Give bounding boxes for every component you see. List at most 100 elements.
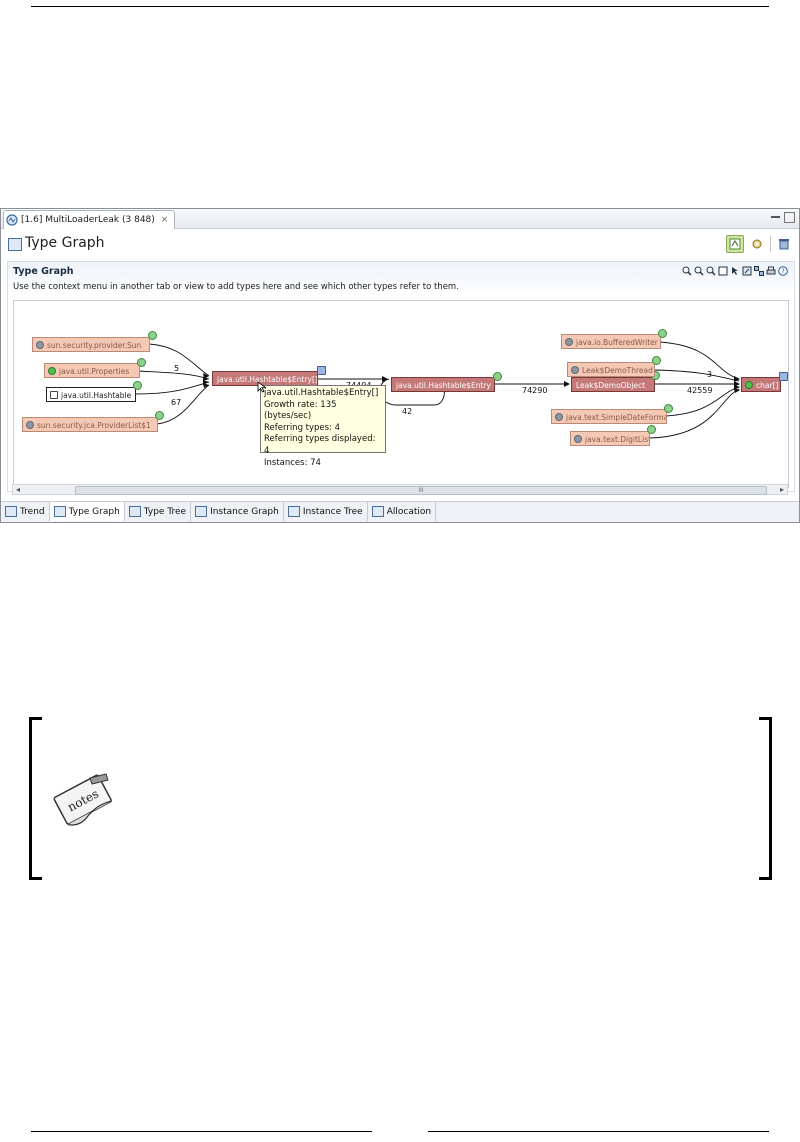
node-leak-demo-object[interactable]: Leak$DemoObject (571, 377, 655, 392)
callout-right-bracket (759, 717, 772, 880)
node-sun-security-jca-providerlist[interactable]: sun.security.jca.ProviderList$1 (22, 417, 158, 432)
node-label: java.util.Hashtable$Entry[] (217, 375, 318, 384)
tab-trend[interactable]: Trend (1, 502, 50, 521)
node-leak-demothread[interactable]: Leak$DemoThread (567, 362, 655, 377)
class-badge-icon (137, 358, 146, 367)
instance-tree-icon (287, 506, 300, 517)
fit-to-view-icon[interactable] (718, 266, 728, 276)
edge-label: 67 (171, 398, 182, 407)
tab-allocation[interactable]: Allocation (368, 502, 437, 521)
zoom-out-icon[interactable] (694, 266, 704, 276)
node-tooltip: java.util.Hashtable$Entry[] Growth rate:… (260, 385, 386, 468)
bottom-tab-bar: Trend Type Graph Type Tree Instance Grap… (1, 501, 799, 522)
node-label: java.text.SimpleDateFormat (566, 413, 667, 422)
edge-jca-entryarray (156, 384, 210, 425)
section-title: Type Graph (13, 266, 74, 277)
minimize-icon[interactable] (771, 216, 780, 220)
tab-type-graph[interactable]: Type Graph (49, 502, 125, 521)
edge-sdf-char (665, 386, 740, 417)
select-tool-icon[interactable] (730, 266, 740, 276)
allocation-icon (371, 506, 384, 517)
scroll-right-icon[interactable]: ▸ (779, 485, 784, 494)
pinned-badge-icon (779, 372, 788, 381)
arrowhead-icon (203, 377, 209, 381)
class-icon (26, 421, 34, 429)
mouse-cursor-icon (257, 381, 267, 393)
svg-text:?: ? (781, 268, 785, 276)
tab-label: Trend (20, 506, 45, 517)
graph-canvas[interactable]: sun.security.provider.Sun java.util.Prop… (13, 300, 789, 488)
node-label: java.util.Hashtable$Entry (396, 381, 491, 390)
callout-left-bracket (29, 717, 42, 880)
section-header: Type Graph Use the context menu in anoth… (8, 262, 794, 296)
class-badge-icon (148, 331, 157, 340)
class-badge-icon (652, 356, 661, 365)
tab-close-icon[interactable]: ⨯ (160, 215, 169, 225)
node-label: sun.security.provider.Sun (47, 341, 142, 350)
maximize-icon[interactable] (784, 212, 795, 223)
export-icon[interactable] (742, 266, 752, 276)
node-label: sun.security.jca.ProviderList$1 (37, 421, 151, 430)
horizontal-scrollbar[interactable]: ◂ III ▸ (12, 484, 788, 495)
layout-icon[interactable] (754, 266, 764, 276)
class-badge-icon (664, 404, 673, 413)
type-graph-icon (8, 238, 22, 251)
tooltip-growth-rate: Growth rate: 135 (bytes/sec) (264, 399, 337, 422)
window-controls (771, 212, 795, 223)
tab-instance-graph[interactable]: Instance Graph (191, 502, 284, 521)
pinned-badge-icon (317, 366, 326, 375)
node-label: java.io.BufferedWriter (576, 338, 658, 347)
node-char-array[interactable]: char[] (741, 377, 781, 392)
node-sun-security-provider[interactable]: sun.security.provider.Sun (32, 337, 150, 352)
recording-icon (6, 214, 18, 226)
node-java-text-simpledateformat[interactable]: java.text.SimpleDateFormat (551, 409, 667, 424)
node-label: java.util.Hashtable (61, 391, 132, 400)
editor-tab[interactable]: [1.6] MultiLoaderLeak (3 848) ⨯ (3, 210, 176, 229)
tab-label: Instance Tree (302, 506, 363, 517)
page-top-rule (31, 6, 769, 7)
trend-icon (5, 506, 17, 517)
node-java-util-hashtable[interactable]: java.util.Hashtable (46, 387, 136, 402)
class-icon (574, 435, 582, 443)
tab-type-tree[interactable]: Type Tree (125, 502, 192, 521)
node-java-text-digitlist[interactable]: java.text.DigitList (570, 431, 650, 446)
form-header: Type Graph (1, 229, 799, 259)
class-icon (48, 367, 56, 375)
arrowhead-icon (382, 376, 388, 382)
edge-label: 74290 (522, 386, 548, 395)
header-toolbar (726, 235, 793, 253)
help-icon[interactable]: ? (778, 266, 788, 276)
zoom-in-icon[interactable] (682, 266, 692, 276)
class-badge-icon (155, 411, 164, 420)
footer-rule-right (428, 1131, 769, 1132)
trash-icon[interactable] (775, 235, 793, 253)
jrmc-editor-window: [1.6] MultiLoaderLeak (3 848) ⨯ Type Gra… (0, 208, 800, 523)
settings-gear-icon[interactable] (748, 235, 766, 253)
type-graph-icon (53, 506, 66, 517)
edge-label: 5 (174, 364, 180, 373)
tooltip-instances: Instances: 74 (264, 457, 321, 468)
class-badge-icon (658, 329, 667, 338)
tab-instance-tree[interactable]: Instance Tree (284, 502, 368, 521)
node-label: Leak$DemoObject (576, 381, 646, 390)
class-icon (50, 391, 58, 399)
node-hashtable-entry[interactable]: java.util.Hashtable$Entry (391, 377, 495, 392)
class-icon (571, 366, 579, 374)
tooltip-type: java.util.Hashtable$Entry[] (264, 388, 379, 398)
page-title: Type Graph (25, 235, 105, 251)
tooltip-referring-types: Referring types: 4 (264, 422, 341, 433)
scroll-thumb[interactable]: III (75, 486, 767, 495)
class-badge-icon (647, 425, 656, 434)
scroll-left-icon[interactable]: ◂ (16, 485, 21, 494)
editor-tab-title: [1.6] MultiLoaderLeak (3 848) (21, 215, 155, 225)
node-java-util-properties[interactable]: java.util.Properties (44, 363, 140, 378)
node-java-io-bufferedwriter[interactable]: java.io.BufferedWriter (561, 334, 661, 349)
tab-label: Allocation (386, 506, 432, 517)
zoom-reset-icon[interactable] (706, 266, 716, 276)
print-icon[interactable] (766, 266, 776, 276)
arrowhead-icon (564, 381, 570, 387)
graph-toolbar: ? (682, 266, 788, 276)
live-update-toggle-icon[interactable] (726, 235, 744, 253)
arrowhead-icon (734, 388, 740, 393)
node-label: Leak$DemoThread (582, 366, 653, 375)
